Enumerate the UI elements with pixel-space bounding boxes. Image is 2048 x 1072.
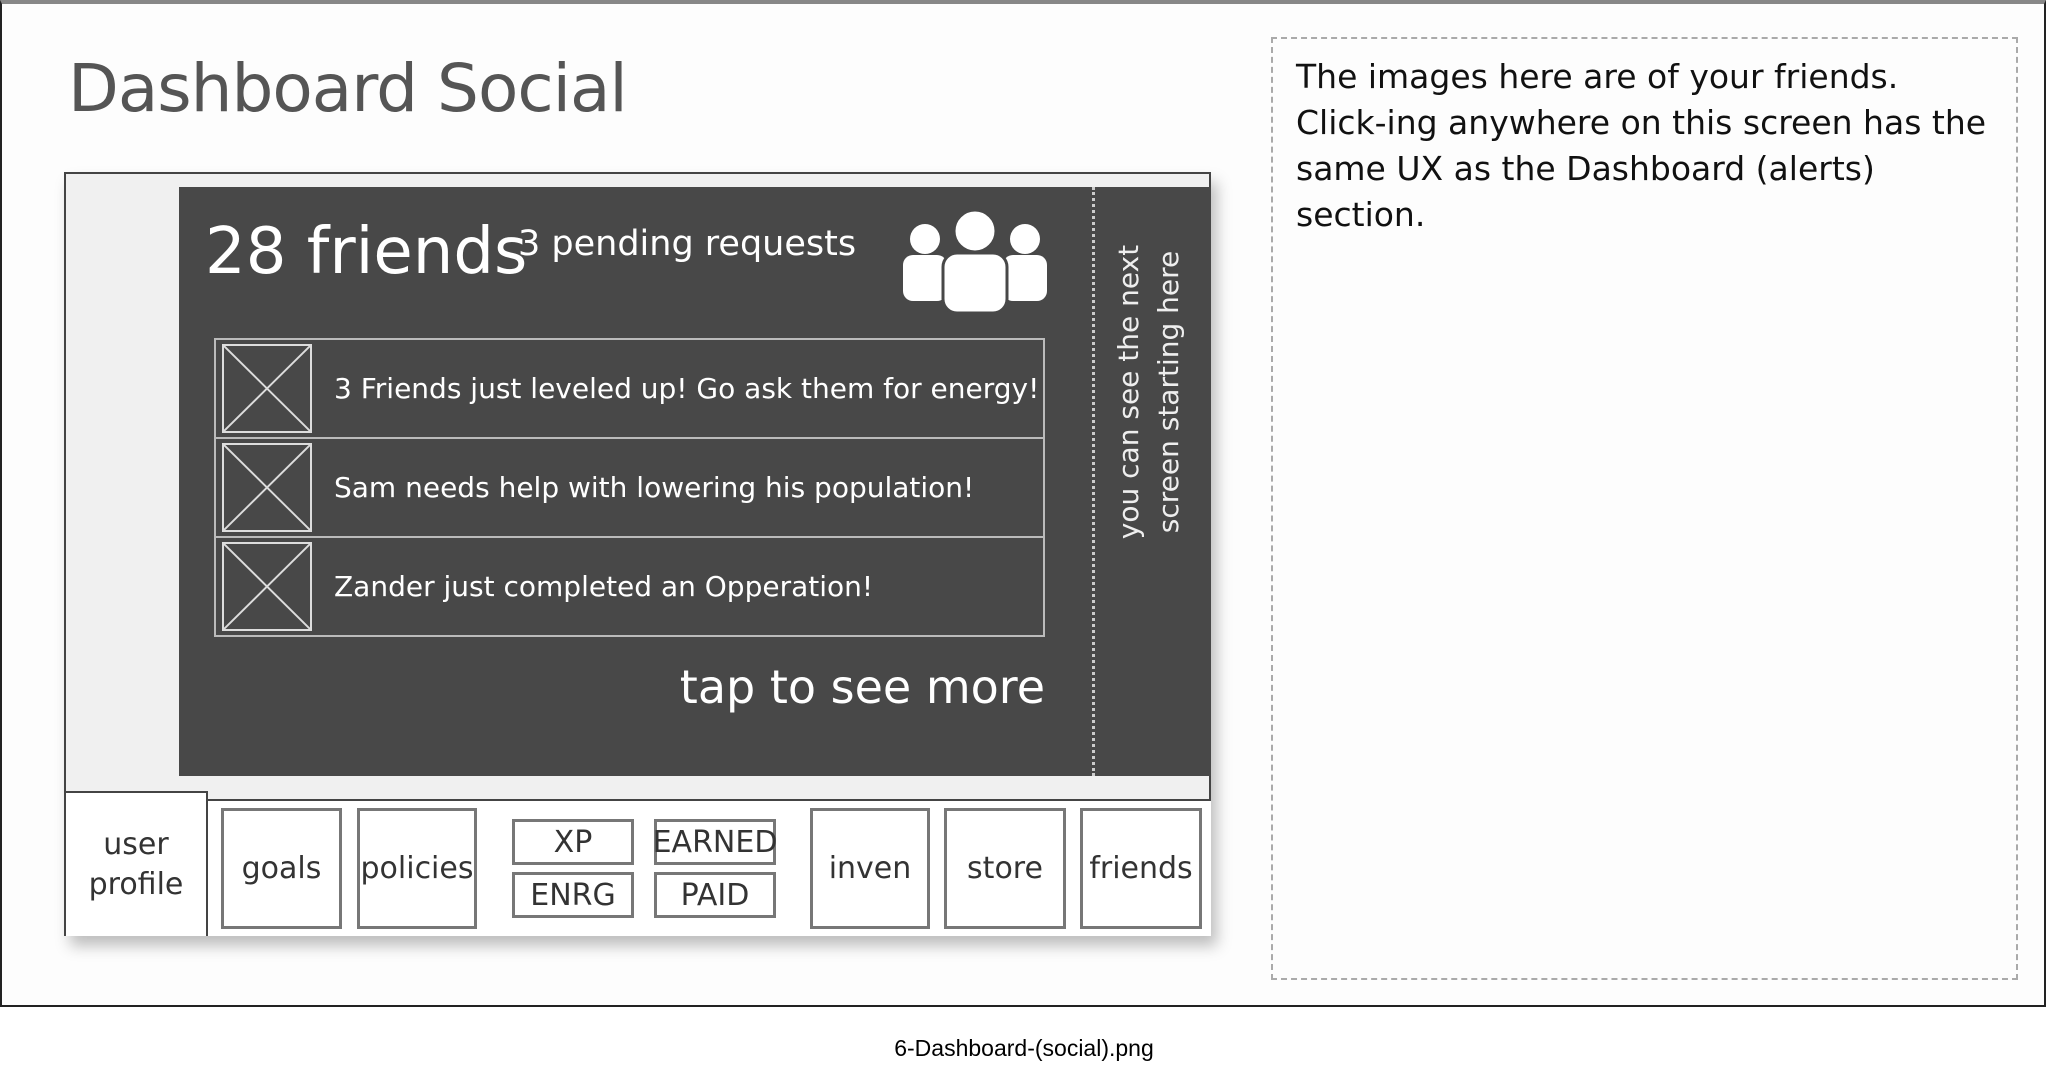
friends-count: 28 friends xyxy=(205,215,528,289)
nav-goals[interactable]: goals xyxy=(221,808,342,929)
nav-user-profile[interactable]: user profile xyxy=(64,791,208,936)
feed-item[interactable]: 3 Friends just leveled up! Go ask them f… xyxy=(214,338,1045,439)
annotation-text: The images here are of your friends. Cli… xyxy=(1296,57,1987,234)
image-placeholder-icon xyxy=(222,443,312,532)
file-caption: 6-Dashboard-(social).png xyxy=(894,1035,1154,1061)
feed-item[interactable]: Zander just completed an Opperation! xyxy=(214,536,1045,637)
tap-to-see-more[interactable]: tap to see more xyxy=(679,660,1045,714)
nav-inven[interactable]: inven xyxy=(810,808,930,929)
enrg-button[interactable]: ENRG xyxy=(512,872,634,918)
nav-friends[interactable]: friends xyxy=(1080,808,1202,929)
nav-store[interactable]: store xyxy=(944,808,1066,929)
image-placeholder-icon xyxy=(222,344,312,433)
feed-text: Sam needs help with lowering his populat… xyxy=(334,471,975,504)
next-screen-divider xyxy=(1092,187,1095,776)
hint-line: screen starting here xyxy=(1152,250,1185,534)
nav-policies[interactable]: policies xyxy=(357,808,477,929)
annotation-box xyxy=(1271,37,2018,980)
xp-button[interactable]: XP xyxy=(512,819,634,865)
image-placeholder-icon xyxy=(222,542,312,631)
earned-button[interactable]: EARNED xyxy=(653,819,777,865)
next-screen-hint: you can see the next screen starting her… xyxy=(1109,232,1189,552)
feed-text: Zander just completed an Opperation! xyxy=(334,570,874,603)
nav-label: user xyxy=(103,826,169,862)
page-title: Dashboard Social xyxy=(68,50,628,127)
pending-requests[interactable]: 3 pending requests xyxy=(518,224,857,264)
nav-label: profile xyxy=(88,866,184,902)
feed-text: 3 Friends just leveled up! Go ask them f… xyxy=(334,372,1040,405)
friends-group-icon xyxy=(903,209,1047,313)
hint-line: you can see the next xyxy=(1112,244,1145,540)
paid-button[interactable]: PAID xyxy=(654,872,776,918)
feed-item[interactable]: Sam needs help with lowering his populat… xyxy=(214,437,1045,538)
